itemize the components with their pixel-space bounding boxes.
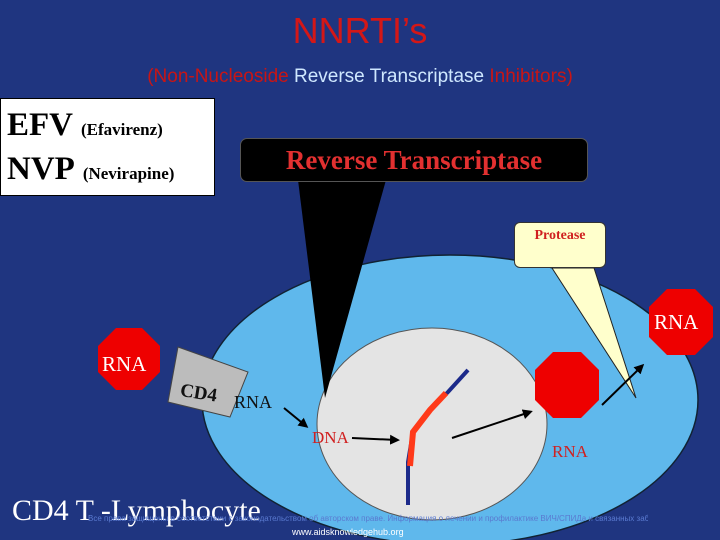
arrow-rna-to-dna <box>283 407 309 428</box>
footer-url[interactable]: www.aidsknowledgehub.org <box>292 527 404 537</box>
subtitle-part-2: Reverse Transcriptase <box>294 66 485 87</box>
rna-left-octagon <box>98 328 160 390</box>
drug-nvp: NVP (Nevirapine) <box>7 151 174 188</box>
cell-type-label: CD4 T -Lymphocyte <box>12 494 261 527</box>
slide-subtitle: (Non-Nucleoside Reverse Transcriptase In… <box>0 66 720 88</box>
rna-left-label: RNA <box>102 352 147 376</box>
dna-strand-red <box>407 390 449 467</box>
drug-abbreviation: EFV <box>7 107 73 143</box>
drug-abbreviation: NVP <box>7 151 75 187</box>
drug-list-box: EFV (Efavirenz) NVP (Nevirapine) <box>0 98 215 196</box>
rna-bottom-right-label: RNA <box>552 442 588 461</box>
rna-right-label: RNA <box>654 310 699 334</box>
rna-right-octagon <box>649 289 713 355</box>
subtitle-part-1: (Non-Nucleoside <box>147 66 294 87</box>
slide-title: NNRTI’s <box>292 10 428 51</box>
drug-name: (Nevirapine) <box>82 164 175 183</box>
protease-callout-pointer <box>551 267 637 399</box>
reverse-transcriptase-callout: Reverse Transcriptase <box>240 138 588 182</box>
arrow-integration-to-protein <box>451 409 533 439</box>
footer-text: Все права защищены в соответствии с зако… <box>88 514 648 523</box>
arrow-dna-to-integration <box>351 434 400 445</box>
rna-inside-label: RNA <box>234 392 273 412</box>
arrow-to-budding <box>601 363 645 406</box>
drug-efv: EFV (Efavirenz) <box>7 107 163 144</box>
cell-nucleus <box>316 327 548 521</box>
cd4-receptor <box>167 346 249 418</box>
rt-callout-pointer <box>298 180 386 398</box>
protease-callout: Protease <box>514 222 606 268</box>
protein-octagon <box>535 352 599 418</box>
dna-label: DNA <box>312 428 349 447</box>
subtitle-part-3: Inhibitors) <box>484 66 573 87</box>
drug-name: (Efavirenz) <box>81 120 163 139</box>
